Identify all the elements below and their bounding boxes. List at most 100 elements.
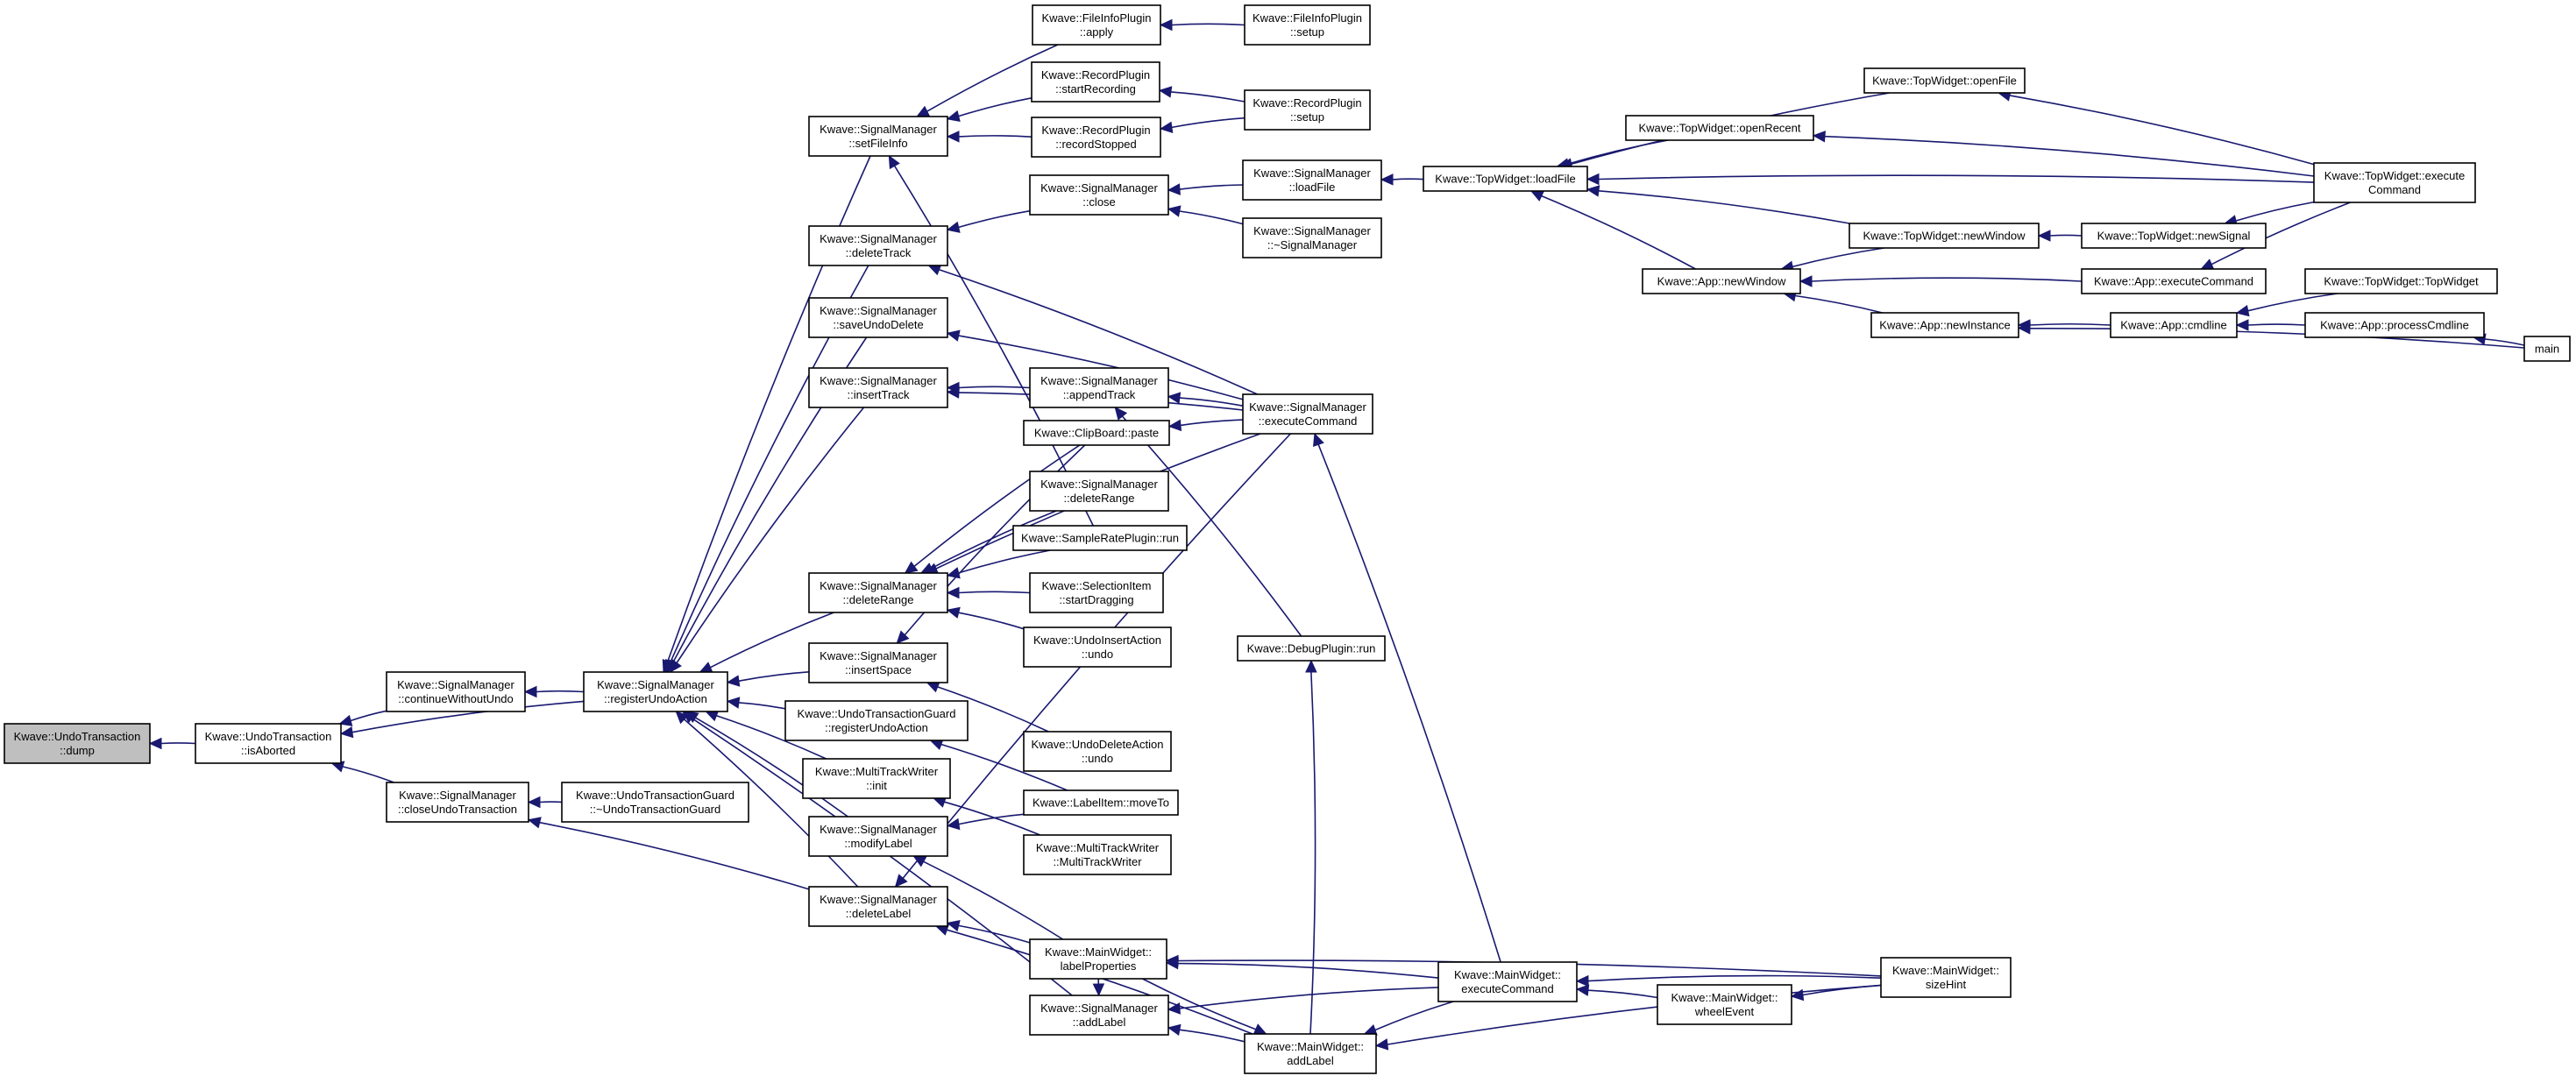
node-label-line: ::setup bbox=[1290, 110, 1324, 124]
node-undoDeleteUndo[interactable]: Kwave::UndoDeleteAction::undo bbox=[1023, 731, 1172, 772]
node-label-line: Kwave::TopWidget::openFile bbox=[1872, 74, 2017, 88]
call-edge-line bbox=[1392, 178, 1424, 181]
call-edge-line bbox=[1541, 195, 1696, 270]
node-recordSetup[interactable]: Kwave::RecordPlugin::setup bbox=[1244, 89, 1371, 131]
node-loadFile[interactable]: Kwave::SignalManager::loadFile bbox=[1242, 159, 1382, 201]
node-main[interactable]: main bbox=[2523, 336, 2571, 362]
node-insertSpace[interactable]: Kwave::SignalManager::insertSpace bbox=[808, 642, 948, 683]
node-mwExecuteCommand[interactable]: Kwave::MainWidget::executeCommand bbox=[1437, 961, 1578, 1002]
node-label-line: labelProperties bbox=[1061, 959, 1137, 973]
node-deleteRange2[interactable]: Kwave::SignalManager::deleteRange bbox=[1029, 471, 1169, 512]
node-wheelEvent[interactable]: Kwave::MainWidget::wheelEvent bbox=[1657, 984, 1792, 1025]
node-box bbox=[808, 642, 948, 683]
arrowhead-icon bbox=[699, 662, 713, 673]
node-appCmdline[interactable]: Kwave::App::cmdline bbox=[2110, 312, 2238, 338]
node-deleteRangeSM[interactable]: Kwave::SignalManager::deleteRange bbox=[808, 572, 948, 613]
node-appNewWindow[interactable]: Kwave::App::newWindow bbox=[1642, 268, 1801, 294]
node-debugRun[interactable]: Kwave::DebugPlugin::run bbox=[1237, 635, 1386, 662]
node-box bbox=[808, 225, 948, 266]
call-edge-smExecuteCommand-to-saveUndoDelete bbox=[946, 329, 1244, 400]
node-sampleRateRun[interactable]: Kwave::SampleRatePlugin::run bbox=[1012, 525, 1188, 551]
node-smExecuteCommand[interactable]: Kwave::SignalManager::executeCommand bbox=[1242, 393, 1373, 435]
arrowhead-icon bbox=[927, 264, 942, 276]
arrowhead-icon bbox=[669, 659, 682, 673]
node-continueWithoutUndo[interactable]: Kwave::SignalManager::continueWithoutUnd… bbox=[386, 671, 526, 712]
call-edge-line bbox=[958, 549, 1051, 574]
call-edge-line bbox=[1587, 989, 1658, 999]
node-box bbox=[1870, 312, 2019, 338]
node-deleteTrack[interactable]: Kwave::SignalManager::deleteTrack bbox=[808, 225, 948, 266]
call-edge-smClose-to-deleteTrack bbox=[946, 209, 1031, 233]
node-twOpenFile[interactable]: Kwave::TopWidget::openFile bbox=[1863, 67, 2026, 94]
call-edge-line bbox=[958, 209, 1031, 229]
node-twCtor[interactable]: Kwave::TopWidget::TopWidget bbox=[2304, 268, 2498, 294]
node-modifyLabel[interactable]: Kwave::SignalManager::modifyLabel bbox=[808, 816, 948, 857]
node-closeUndoTransaction[interactable]: Kwave::SignalManager::closeUndoTransacti… bbox=[386, 782, 529, 823]
node-label-line: wheelEvent bbox=[1694, 1005, 1755, 1018]
node-smClose[interactable]: Kwave::SignalManager::close bbox=[1029, 174, 1169, 216]
node-label-line: Kwave::SignalManager bbox=[1253, 224, 1371, 237]
node-smAddLabel[interactable]: Kwave::SignalManager::addLabel bbox=[1029, 995, 1169, 1036]
node-label-line: Kwave::MainWidget:: bbox=[1045, 945, 1152, 959]
node-dump[interactable]: Kwave::UndoTransaction::dump bbox=[4, 723, 151, 764]
node-label-line: Kwave::TopWidget::execute bbox=[2324, 169, 2465, 182]
node-undoTransactionGuardDtor[interactable]: Kwave::UndoTransactionGuard::~UndoTransa… bbox=[561, 782, 749, 823]
arrowhead-icon bbox=[888, 154, 900, 170]
node-fileInfoSetup[interactable]: Kwave::FileInfoPlugin::setup bbox=[1244, 4, 1371, 46]
node-label-line: Kwave::SampleRatePlugin::run bbox=[1021, 532, 1179, 545]
node-clipboardPaste[interactable]: Kwave::ClipBoard::paste bbox=[1023, 420, 1170, 446]
call-edge-undoInsertUndo-to-deleteRangeSM bbox=[946, 606, 1025, 630]
node-label-line: ::startDragging bbox=[1059, 593, 1133, 606]
node-twNewSignal[interactable]: Kwave::TopWidget::newSignal bbox=[2081, 223, 2267, 249]
node-label-line: ::deleteRange bbox=[843, 593, 914, 606]
node-isAborted[interactable]: Kwave::UndoTransaction::isAborted bbox=[195, 723, 342, 764]
node-undoInsertUndo[interactable]: Kwave::UndoInsertAction::undo bbox=[1023, 626, 1172, 668]
node-registerUndoAction[interactable]: Kwave::SignalManager::registerUndoAction bbox=[583, 671, 728, 712]
node-twExecuteCommand[interactable]: Kwave::TopWidget::executeCommand bbox=[2313, 162, 2476, 203]
node-box bbox=[1880, 957, 2012, 998]
node-guardRegisterUndoAction[interactable]: Kwave::UndoTransactionGuard::registerUnd… bbox=[784, 700, 969, 741]
node-sizeHint[interactable]: Kwave::MainWidget::sizeHint bbox=[1880, 957, 2012, 998]
node-recordStopped[interactable]: Kwave::RecordPlugin::recordStopped bbox=[1031, 117, 1161, 158]
node-label-line: ::registerUndoAction bbox=[825, 721, 928, 734]
node-box bbox=[1023, 789, 1179, 816]
node-saveUndoDelete[interactable]: Kwave::SignalManager::saveUndoDelete bbox=[808, 297, 948, 338]
node-labelProperties[interactable]: Kwave::MainWidget::labelProperties bbox=[1029, 938, 1167, 980]
node-labelMoveTo[interactable]: Kwave::LabelItem::moveTo bbox=[1023, 789, 1179, 816]
node-box bbox=[1237, 635, 1386, 662]
node-startRecording[interactable]: Kwave::RecordPlugin::startRecording bbox=[1031, 61, 1160, 103]
call-edge-twLoadFile-to-loadFile bbox=[1380, 173, 1424, 186]
node-twLoadFile[interactable]: Kwave::TopWidget::loadFile bbox=[1423, 166, 1588, 192]
node-label-line: Kwave::RecordPlugin bbox=[1253, 96, 1361, 110]
call-edge-line bbox=[1811, 277, 2083, 282]
function-nodes: Kwave::UndoTransaction::dumpKwave::UndoT… bbox=[4, 4, 2571, 1074]
arrowhead-icon bbox=[1167, 419, 1182, 432]
node-label-line: ::recordStopped bbox=[1055, 138, 1137, 151]
node-appExecuteCommand[interactable]: Kwave::App::executeCommand bbox=[2081, 268, 2267, 294]
node-label-line: ::loadFile bbox=[1289, 181, 1336, 194]
node-smDtor[interactable]: Kwave::SignalManager::~SignalManager bbox=[1242, 217, 1382, 258]
node-appendTrack[interactable]: Kwave::SignalManager::appendTrack bbox=[1029, 367, 1169, 408]
node-label-line: Kwave::SignalManager bbox=[820, 893, 937, 906]
arrowhead-icon bbox=[896, 630, 910, 644]
node-label-line: Kwave::LabelItem::moveTo bbox=[1033, 796, 1169, 810]
node-appNewInstance[interactable]: Kwave::App::newInstance bbox=[1870, 312, 2019, 338]
node-twOpenRecent[interactable]: Kwave::TopWidget::openRecent bbox=[1625, 115, 1814, 141]
node-mwAddLabel[interactable]: Kwave::MainWidget::addLabel bbox=[1244, 1033, 1377, 1074]
call-edge-clipboardPaste-to-deleteRangeSM bbox=[904, 444, 1081, 574]
node-appProcessCmdline[interactable]: Kwave::App::processCmdline bbox=[2304, 312, 2485, 338]
node-multiTrackWriterInit[interactable]: Kwave::MultiTrackWriter::init bbox=[802, 758, 951, 799]
call-edge-recordStopped-to-setFileInfo bbox=[946, 131, 1033, 143]
node-multiTrackWriterCtor[interactable]: Kwave::MultiTrackWriter::MultiTrackWrite… bbox=[1023, 834, 1172, 875]
call-edge-line bbox=[710, 612, 834, 669]
node-setFileInfo[interactable]: Kwave::SignalManager::setFileInfo bbox=[808, 116, 948, 157]
node-box bbox=[583, 671, 728, 712]
arrowhead-icon bbox=[726, 675, 741, 687]
node-deleteLabel[interactable]: Kwave::SignalManager::deleteLabel bbox=[808, 886, 948, 927]
node-insertTrack[interactable]: Kwave::SignalManager::insertTrack bbox=[808, 367, 948, 408]
node-box bbox=[1031, 61, 1160, 103]
node-twNewWindow[interactable]: Kwave::TopWidget::newWindow bbox=[1849, 223, 2040, 249]
node-startDragging[interactable]: Kwave::SelectionItem::startDragging bbox=[1029, 572, 1164, 613]
node-box bbox=[1423, 166, 1588, 192]
node-fileInfoApply[interactable]: Kwave::FileInfoPlugin::apply bbox=[1032, 4, 1161, 46]
